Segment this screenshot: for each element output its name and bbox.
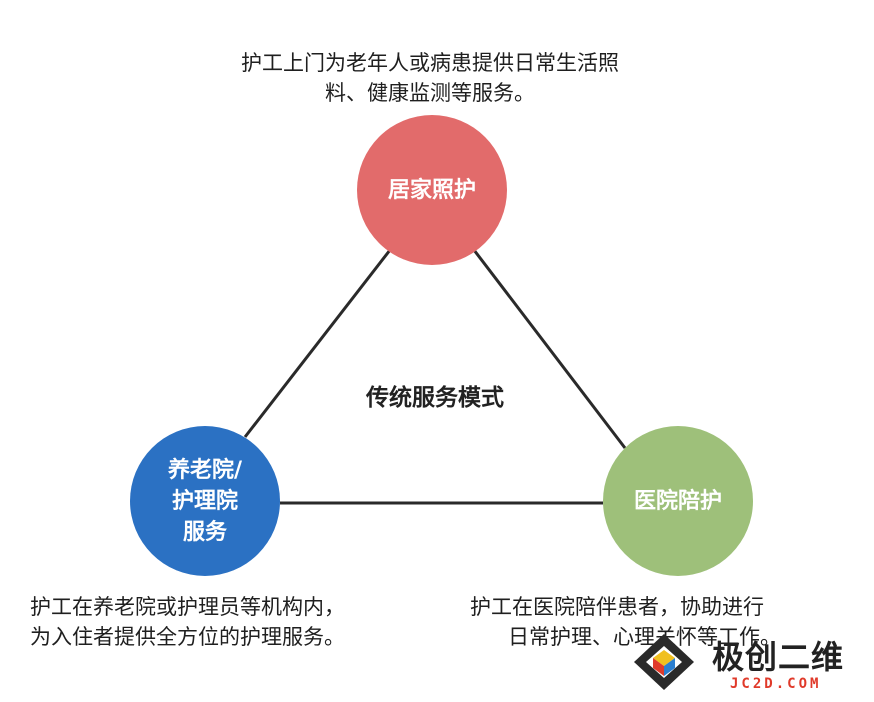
home-care-description-line2: 料、健康监测等服务。 <box>325 81 535 105</box>
watermark-url: JC2D.COM <box>730 676 822 692</box>
hospital-escort-description-line2: 日常护理、心理关怀等工作。 <box>508 625 781 649</box>
nursing-home-description-line1: 护工在养老院或护理员等机构内， <box>30 595 345 619</box>
node-nursing-home-service: 养老院/ 护理院 服务 <box>130 426 280 576</box>
connector-home-hospital <box>472 249 627 449</box>
watermark: 极创二维 JC2D.COM <box>628 628 868 696</box>
watermark-brand-name: 极创二维 <box>712 638 845 676</box>
node-nursing-label-line3: 服务 <box>182 519 227 545</box>
connector-home-nursing <box>243 249 392 438</box>
node-hospital-label: 医院陪护 <box>633 488 722 514</box>
home-care-description-line1: 护工上门为老年人或病患提供日常生活照 <box>241 51 619 75</box>
cube-logo-icon <box>634 634 694 690</box>
node-home-care-label: 居家照护 <box>387 177 476 203</box>
node-home-care: 居家照护 <box>357 115 507 265</box>
hospital-escort-description: 护工在医院陪伴患者，协助进行 日常护理、心理关怀等工作。 <box>470 592 850 652</box>
nursing-home-description-line2: 为入住者提供全方位的护理服务。 <box>30 625 345 649</box>
node-hospital-escort: 医院陪护 <box>603 426 753 576</box>
node-nursing-label-line1: 养老院/ <box>167 457 243 483</box>
home-care-description: 护工上门为老年人或病患提供日常生活照 料、健康监测等服务。 <box>195 48 665 108</box>
hospital-escort-description-line1: 护工在医院陪伴患者，协助进行 <box>470 595 764 619</box>
node-nursing-label-line2: 护理院 <box>171 488 238 514</box>
nursing-home-description: 护工在养老院或护理员等机构内， 为入住者提供全方位的护理服务。 <box>30 592 400 652</box>
diagram-center-title: 传统服务模式 <box>366 385 504 411</box>
